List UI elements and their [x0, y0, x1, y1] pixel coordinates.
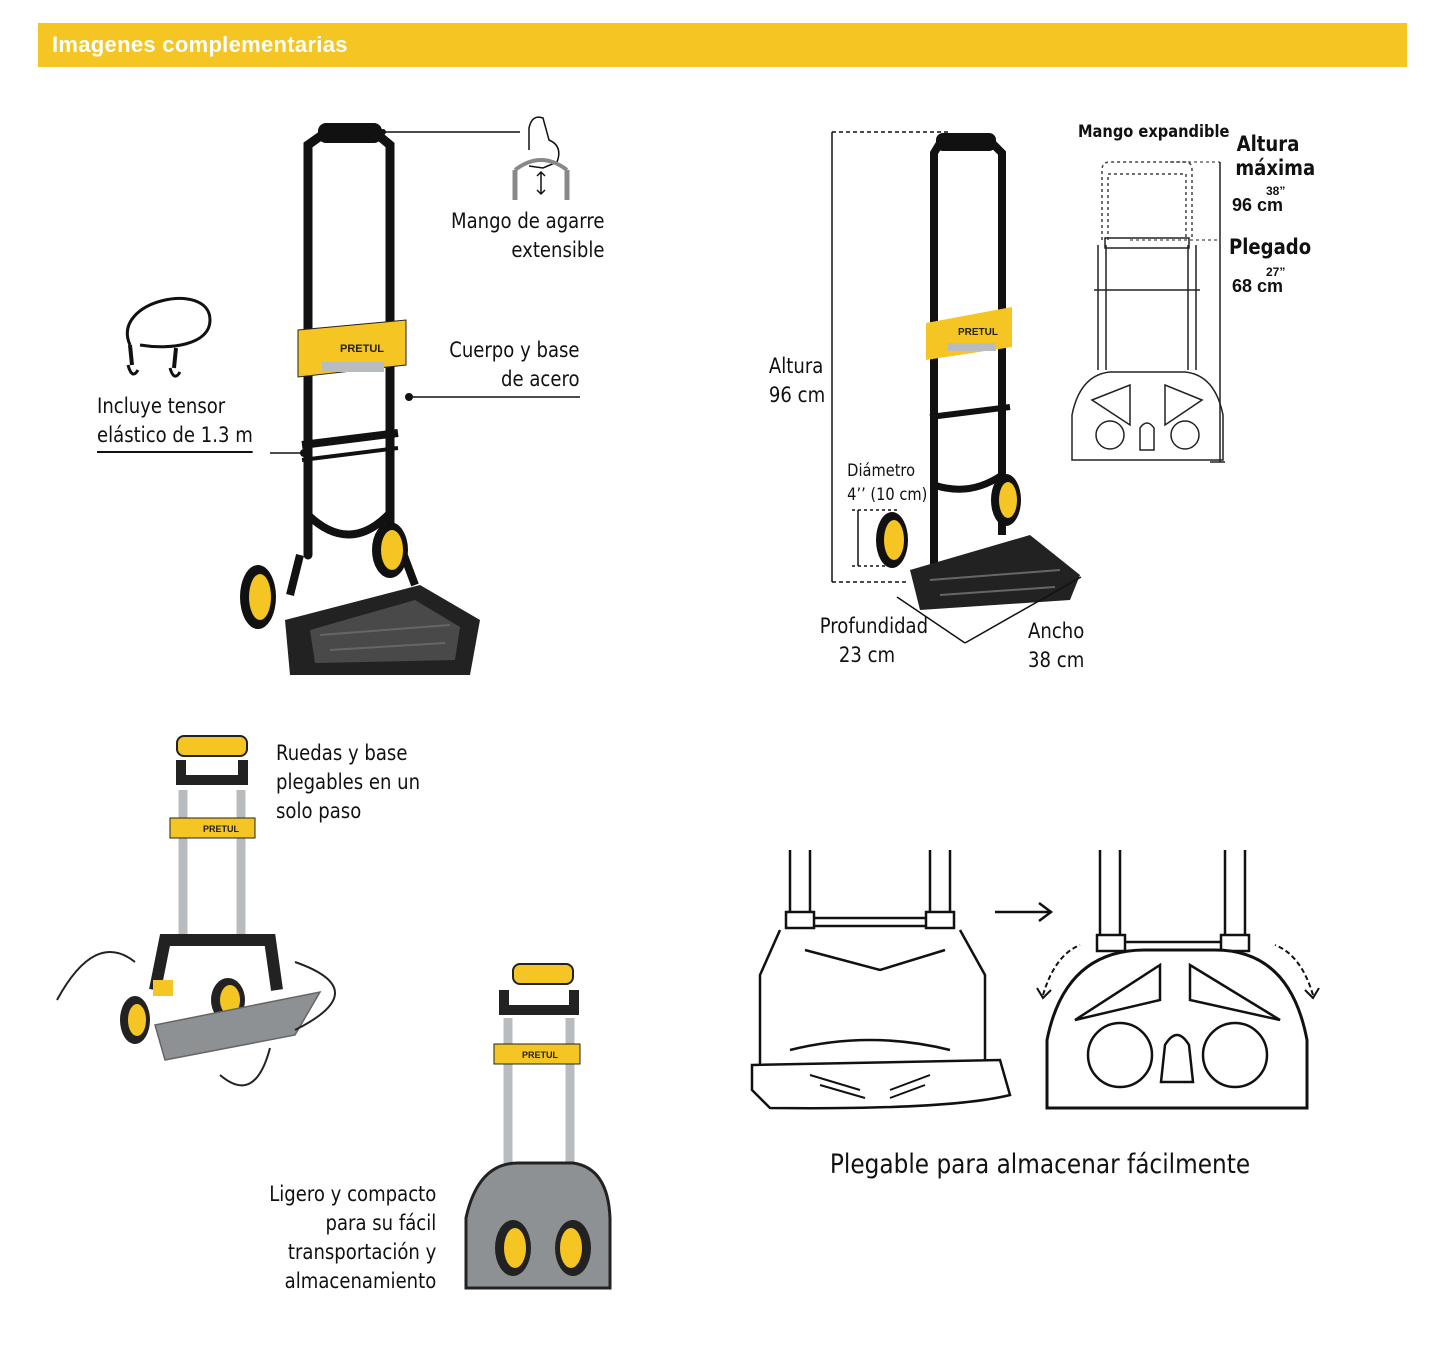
light-label: Ligero y compacto para su fácil transpor…: [268, 1182, 436, 1293]
brand-logo-text-2: PRETUL: [958, 327, 998, 338]
height-label: Altura 96 cm: [768, 354, 826, 407]
folding-diagram-folded: [1036, 850, 1320, 1110]
header-title: Imagenes complementarias: [52, 32, 348, 57]
diameter-label: Diámetro 4’’ (10 cm): [847, 461, 928, 505]
handle-label: Mango de agarre extensible: [450, 209, 604, 262]
body-pointer-line: [405, 393, 580, 401]
body-label: Cuerpo y base de acero: [449, 338, 580, 391]
folded-value: 68 cm: [1232, 276, 1284, 296]
expandable-label: Mango expandible: [1078, 122, 1230, 142]
arrow-right-icon: [995, 902, 1054, 922]
max-height-inch: 38”: [1266, 184, 1286, 198]
hand-grip-icon: [512, 116, 570, 200]
brand-logo-text-4: PRETUL: [522, 1050, 559, 1060]
tensor-pointer-dot: [270, 449, 308, 457]
expandable-handle-outline: [1071, 161, 1225, 463]
tensor-label: Incluye tensor elástico de 1.3 m: [97, 392, 253, 453]
folding-caption: Plegable para almacenar fácilmente: [829, 1149, 1251, 1180]
brand-logo-text: PRETUL: [340, 343, 384, 355]
folding-truck-illustration: PRETUL: [56, 735, 336, 1087]
elastic-cord-icon: [125, 297, 212, 378]
depth-label: Profundidad 23 cm: [819, 614, 929, 667]
folded-label: Plegado: [1229, 235, 1312, 259]
hand-truck-illustration: PRETUL: [240, 123, 480, 675]
dimension-truck-illustration: PRETUL: [876, 133, 1080, 610]
base-dimension-lines: [896, 576, 1082, 644]
header-bar: Imagenes complementarias: [38, 23, 1407, 67]
brand-logo-text-3: PRETUL: [203, 824, 240, 834]
fold-label: Ruedas y base plegables en un solo paso: [276, 741, 421, 823]
height-dimension-line: [831, 131, 948, 583]
folding-diagram-open: [750, 850, 1012, 1110]
width-label: Ancho 38 cm: [1028, 619, 1085, 672]
max-height-value: 96 cm: [1232, 195, 1284, 215]
folded-inch: 27”: [1266, 265, 1286, 279]
max-height-label: Altura máxima: [1235, 132, 1316, 180]
compact-truck-illustration: PRETUL: [464, 963, 612, 1290]
handle-pointer-line: [380, 129, 520, 135]
